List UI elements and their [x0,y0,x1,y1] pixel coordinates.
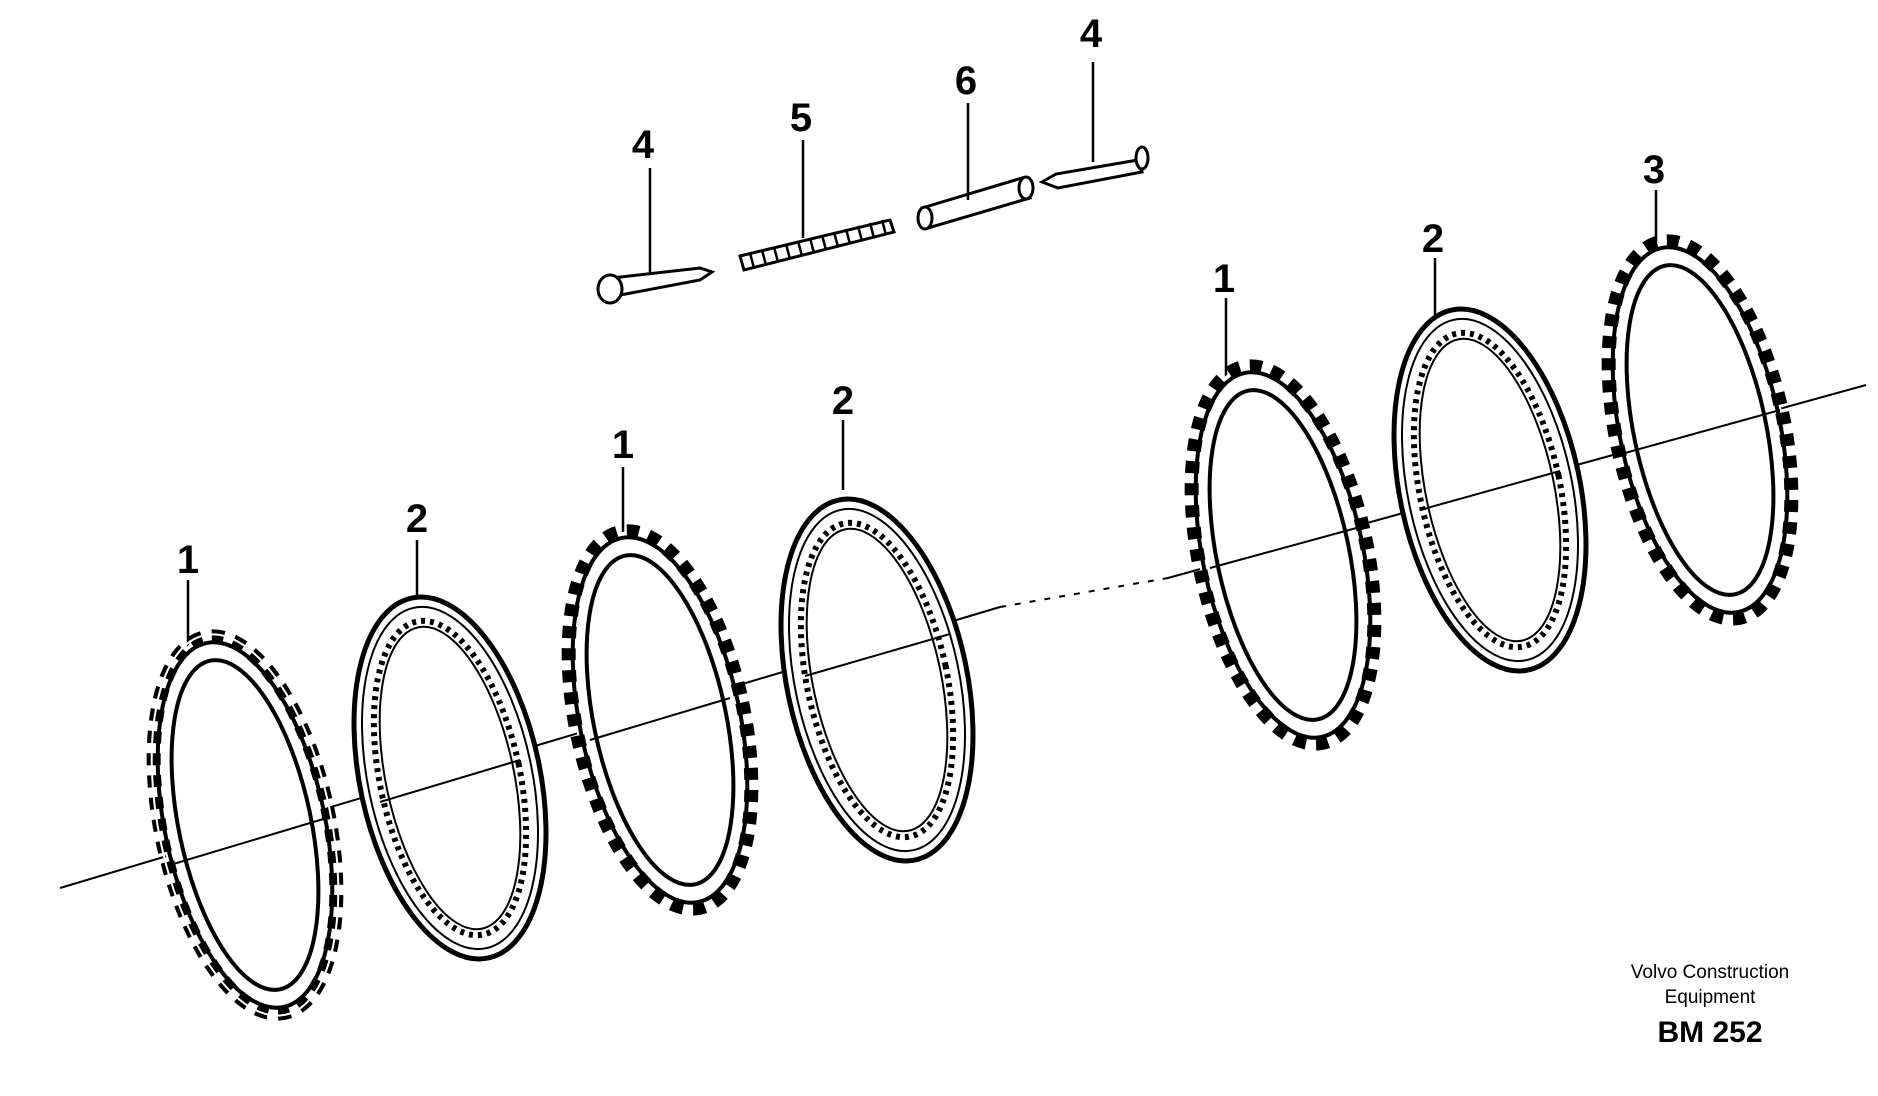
steel-disc-1c [1184,359,1382,751]
steel-disc-1a [146,629,344,1021]
callout-5: 5 [790,96,812,140]
callout-2-first: 2 [406,497,428,541]
drawing-code: BM 252 [1657,1016,1763,1049]
manufacturer-caption: Volvo Construction Equipment [1580,960,1840,1010]
axis-through-rings [169,409,1781,866]
callout-3: 3 [1643,148,1665,192]
sleeve [916,175,1035,231]
spring [738,218,896,272]
manufacturer-line-2: Equipment [1664,987,1756,1008]
callout-1-first: 1 [177,538,199,582]
callout-6: 6 [955,59,977,103]
pin-left [596,266,716,305]
end-disc-3 [1601,234,1799,626]
callout-2-second: 2 [832,379,854,423]
callout-4-right: 4 [1080,12,1103,56]
callout-1-third: 1 [1213,257,1235,301]
pin-right [1038,145,1150,190]
callout-2-third: 2 [1422,217,1444,261]
manufacturer-line-1: Volvo Construction [1630,962,1790,983]
callout-4-left: 4 [632,123,655,167]
friction-disc-2a [351,594,549,962]
callout-1-second: 1 [612,423,634,467]
friction-disc-2b [778,496,976,864]
